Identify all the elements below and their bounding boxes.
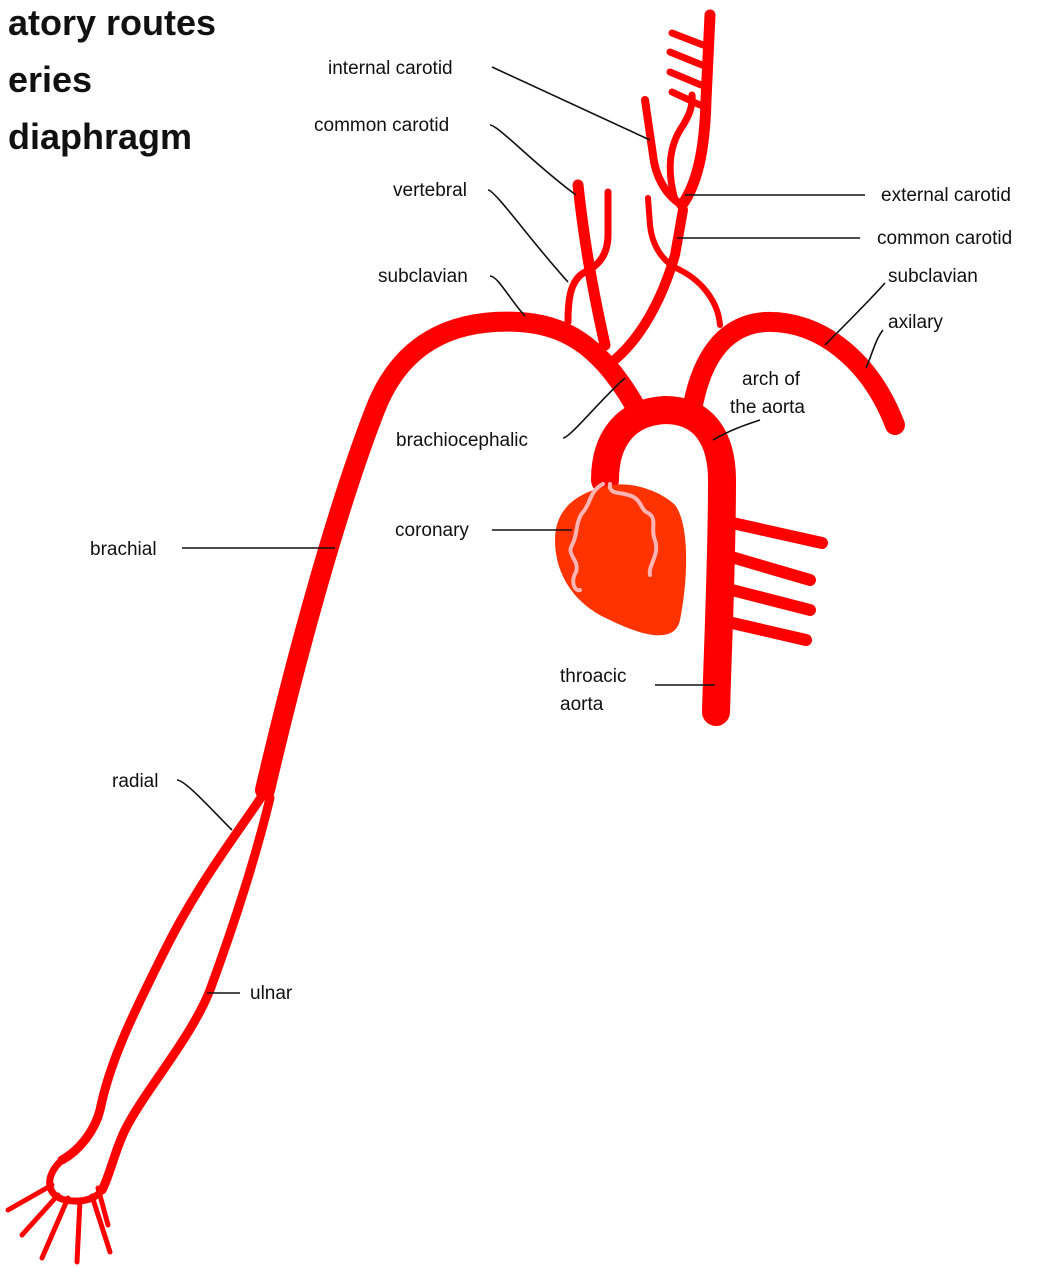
intercostal-artery [728, 589, 810, 610]
head-branch-arteries [670, 33, 703, 105]
intercostal-artery [728, 556, 810, 580]
label-subclavian-left: subclavian [378, 266, 468, 287]
artery-network [8, 15, 895, 1262]
label-ulnar: ulnar [250, 983, 293, 1004]
label-common-carotid-right: common carotid [877, 228, 1012, 249]
diagram-title: atory routes eries diaphragm [8, 2, 216, 157]
right-common-carotid-artery [612, 210, 683, 362]
label-internal-carotid: internal carotid [328, 58, 453, 79]
label-thoracic-aorta-2: aorta [560, 694, 604, 715]
intercostal-artery [728, 622, 806, 640]
label-thoracic-aorta-1: throacic [560, 666, 627, 687]
title-line-3: diaphragm [8, 116, 192, 157]
head-branch-artery [672, 33, 703, 45]
digital-artery [77, 1200, 80, 1262]
labels: internal carotid common carotid vertebra… [90, 58, 1012, 1004]
label-radial: radial [112, 771, 158, 792]
head-branch-artery [672, 92, 700, 105]
label-arch-of-aorta-2: the aorta [730, 397, 805, 418]
leader-internal-carotid [492, 67, 650, 140]
head-branch-artery [670, 72, 701, 85]
leader-subclavian-left [490, 276, 525, 316]
leader-vertebral [488, 190, 568, 282]
leader-radial [177, 780, 232, 830]
hand-digital-arteries [8, 1185, 110, 1262]
ulnar-artery [102, 798, 270, 1190]
intercostal-artery [728, 522, 822, 543]
label-subclavian-right: subclavian [888, 266, 978, 287]
label-arch-of-aorta-1: arch of [742, 369, 801, 390]
label-common-carotid-left: common carotid [314, 115, 449, 136]
leader-common-carotid-left [490, 125, 576, 195]
leader-axilary [866, 330, 883, 368]
label-axilary: axilary [888, 312, 943, 333]
left-common-carotid-artery [578, 185, 605, 345]
label-brachial: brachial [90, 539, 157, 560]
internal-carotid-artery [645, 100, 682, 205]
head-branch-artery [670, 52, 702, 65]
radial-artery [62, 790, 266, 1160]
title-line-2: eries [8, 59, 92, 100]
label-coronary: coronary [395, 520, 469, 541]
label-external-carotid: external carotid [881, 185, 1011, 206]
intercostal-arteries [728, 522, 822, 640]
label-brachiocephalic: brachiocephalic [396, 430, 528, 451]
label-vertebral: vertebral [393, 180, 467, 201]
title-line-1: atory routes [8, 2, 216, 43]
leader-subclavian-right [825, 283, 885, 345]
